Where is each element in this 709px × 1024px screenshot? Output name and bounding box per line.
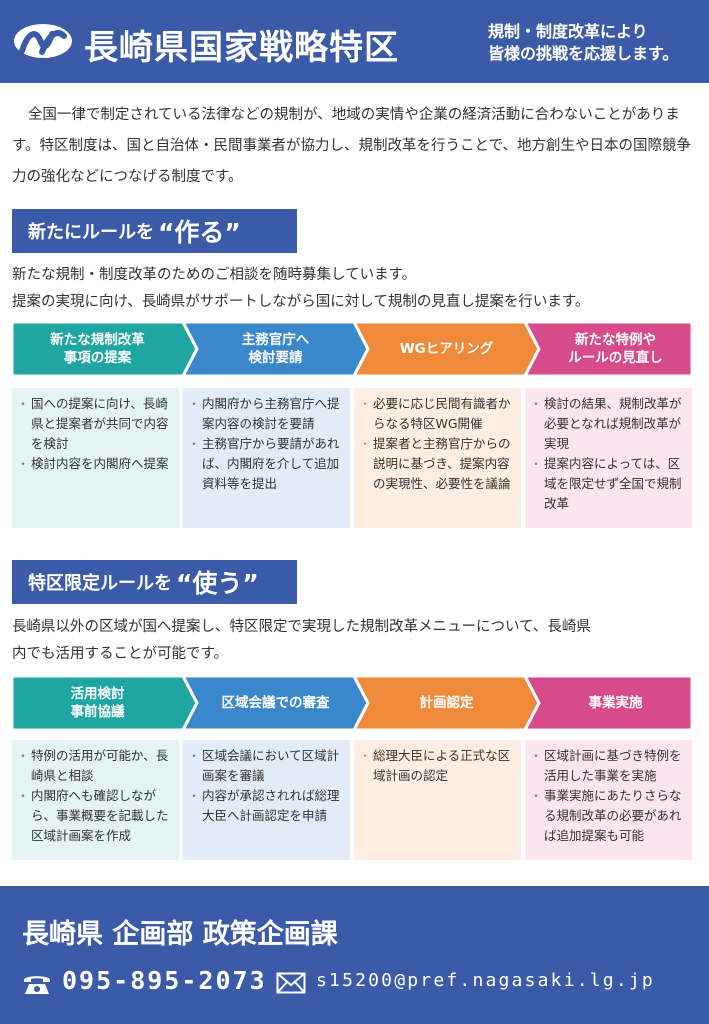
section1-detail-list-3: 必要に応じ民間有識者からなる特区WG開催提案者と主務官庁からの説明に基づき、提案… [359,394,515,494]
section1-step-arrow-2 [181,322,370,376]
list-item: 国への提案に向け、長崎県と提案者が共同で内容を検討 [17,394,173,454]
section1-title: 新たにルールを [28,222,154,243]
intro-text: 全国一律で制定されている法律などの規制が、地域の実情や企業の経済活動に合わないこ… [12,107,692,185]
list-item: 検討内容を内閣府へ提案 [17,454,173,474]
section1-detail-card-2: 内閣府から主務官庁へ提案内容の検討を要請主務官庁から要請があれば、内閣府を介して… [183,388,350,528]
email-address[interactable]: s15200@pref.nagasaki.lg.jp [316,970,655,991]
nagasaki-prefecture-logo-icon [14,24,72,58]
list-item: 検討の結果、規制改革が必要となれば規制改革が実現 [530,394,686,454]
header-subtitle-line2: 皆様の挑戦を応援します。 [488,44,679,63]
list-item: 区域計画に基づき特例を活用した事業を実施 [530,746,686,786]
section1-step-details: 国への提案に向け、長崎県と提案者が共同で内容を検討検討内容を内閣府へ提案内閣府か… [12,388,696,528]
section1-desc-line2: 提案の実現に向け、長崎県がサポートしながら国に対して規制の見直し提案を行います。 [12,294,590,310]
section2-title: 特区限定ルールを [28,573,172,594]
section2-heading: 特区限定ルールを“使う” [12,560,297,604]
list-item: 特例の活用が可能か、長崎県と相談 [17,746,173,786]
section1-step-label-3: WGヒアリング [399,341,494,357]
section1-detail-list-2: 内閣府から主務官庁へ提案内容の検討を要請主務官庁から要請があれば、内閣府を介して… [188,394,344,494]
section1-detail-list-4: 検討の結果、規制改革が必要となれば規制改革が実現提案内容によっては、区域を限定せ… [530,394,686,514]
list-item: 必要に応じ民間有識者からなる特区WG開催 [359,394,515,434]
section2-step-label-1: 活用検討 事前協議 [70,686,125,720]
section1-desc-line1: 新たな規制・制度改革のためのご相談を随時募集しています。 [12,267,417,283]
list-item: 提案内容によっては、区域を限定せず全国で規制改革 [530,454,686,514]
section1-detail-card-4: 検討の結果、規制改革が必要となれば規制改革が実現提案内容によっては、区域を限定せ… [525,388,692,528]
list-item: 総理大臣による正式な区域計画の認定 [359,746,515,786]
list-item: 内容が承認されれば総理大臣へ計画認定を申請 [188,786,344,826]
list-item: 提案者と主務官庁からの説明に基づき、提案内容の実現性、必要性を議論 [359,434,515,494]
section2-step-label-3: 計画認定 [419,695,474,711]
section1-detail-card-1: 国への提案に向け、長崎県と提案者が共同で内容を検討検討内容を内閣府へ提案 [12,388,179,528]
list-item: 区域会議において区域計画案を審議 [188,746,344,786]
phone-number[interactable]: 095-895-2073 [62,966,267,995]
section1-step-label-4: 新たな特例や ルールの見直し [568,332,663,366]
header-banner: 長崎県国家戦略特区 規制・制度改革により 皆様の挑戦を応援します。 [0,0,709,83]
section2-detail-card-3: 総理大臣による正式な区域計画の認定 [354,740,521,860]
section2-step-label-2: 区域会議での審査 [221,695,330,711]
section2-description: 長崎県以外の区域が国へ提案し、特区限定で実現した規制改革メニューについて、長崎県… [12,614,702,668]
mail-icon [276,972,306,994]
section1-process-flow: 新たな規制改革 事項の提案 主務官庁へ 検討要請 WGヒアリング 新たな特例や ルール… [12,322,696,376]
phone-icon [24,976,50,994]
section2-detail-card-1: 特例の活用が可能か、長崎県と相談内閣府へも確認しながら、事業概要を記載した区域計… [12,740,179,860]
section2-title-quote: “使う” [176,569,259,598]
section2-step-arrow-4 [523,676,694,730]
section1-step-arrow-4 [523,322,694,376]
section2-detail-card-2: 区域会議において区域計画案を審議内容が承認されれば総理大臣へ計画認定を申請 [183,740,350,860]
section1-step-label-2: 主務官庁へ 検討要請 [241,332,310,366]
section2-flow-arrows [12,676,694,730]
section2-detail-list-1: 特例の活用が可能か、長崎県と相談内閣府へも確認しながら、事業概要を記載した区域計… [17,746,173,846]
section1-flow-arrows [12,322,694,376]
section2-detail-list-2: 区域会議において区域計画案を審議内容が承認されれば総理大臣へ計画認定を申請 [188,746,344,826]
page-title: 長崎県国家戦略特区 [84,28,399,68]
section2-step-details: 特例の活用が可能か、長崎県と相談内閣府へも確認しながら、事業概要を記載した区域計… [12,740,696,860]
section2-step-arrow-2 [181,676,370,730]
section1-detail-card-3: 必要に応じ民間有識者からなる特区WG開催提案者と主務官庁からの説明に基づき、提案… [354,388,521,528]
section2-desc-line2: 内でも活用することが可能です。 [12,646,229,662]
section1-heading: 新たにルールを“作る” [12,209,297,253]
header-subtitle: 規制・制度改革により 皆様の挑戦を応援します。 [488,21,678,65]
section2-step-label-4: 事業実施 [588,695,643,711]
intro-paragraph: 全国一律で制定されている法律などの規制が、地域の実情や企業の経済活動に合わないこ… [12,100,702,193]
section2-process-flow: 活用検討 事前協議 区域会議での審査 計画認定 事業実施 [12,676,696,730]
section1-detail-list-1: 国への提案に向け、長崎県と提案者が共同で内容を検討検討内容を内閣府へ提案 [17,394,173,474]
section2-desc-line1: 長崎県以外の区域が国へ提案し、特区限定で実現した規制改革メニューについて、長崎県 [12,619,591,635]
section2-step-arrow-3 [352,676,541,730]
list-item: 事業実施にあたりさらなる規制改革の必要があれば追加提案も可能 [530,786,686,846]
list-item: 内閣府から主務官庁へ提案内容の検討を要請 [188,394,344,434]
list-item: 主務官庁から要請があれば、内閣府を介して追加資料等を提出 [188,434,344,494]
section1-description: 新たな規制・制度改革のためのご相談を随時募集しています。 提案の実現に向け、長崎… [12,262,702,316]
section2-detail-list-3: 総理大臣による正式な区域計画の認定 [359,746,515,786]
contact-footer: 長崎県 企画部 政策企画課 095-895-2073 s15200@pref.n… [0,886,709,1024]
section1-title-quote: “作る” [158,218,241,247]
department-name: 長崎県 企画部 政策企画課 [22,919,338,950]
list-item: 内閣府へも確認しながら、事業概要を記載した区域計画案を作成 [17,786,173,846]
section1-step-label-1: 新たな規制改革 事項の提案 [50,332,145,366]
section2-detail-list-4: 区域計画に基づき特例を活用した事業を実施事業実施にあたりさらなる規制改革の必要が… [530,746,686,846]
section1-step-arrow-3 [352,322,541,376]
header-subtitle-line1: 規制・制度改革により [488,22,648,41]
section2-detail-card-4: 区域計画に基づき特例を活用した事業を実施事業実施にあたりさらなる規制改革の必要が… [525,740,692,860]
